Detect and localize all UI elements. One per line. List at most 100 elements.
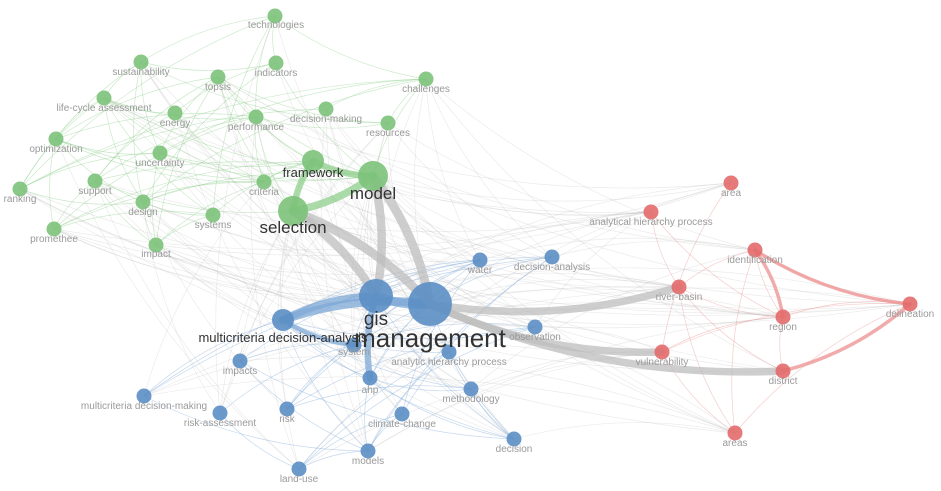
node-area[interactable] bbox=[723, 175, 739, 191]
node-climate-change[interactable] bbox=[394, 406, 410, 422]
node-optimization[interactable] bbox=[48, 131, 64, 147]
link-line bbox=[286, 344, 355, 410]
node-mcdm[interactable] bbox=[136, 388, 152, 404]
node-delineation[interactable] bbox=[902, 296, 918, 312]
node-risk-assessment[interactable] bbox=[212, 405, 228, 421]
node-identification[interactable] bbox=[747, 242, 763, 258]
node-impact[interactable] bbox=[148, 237, 164, 253]
node-promethee[interactable] bbox=[46, 221, 62, 237]
node-design[interactable] bbox=[135, 194, 151, 210]
node-support[interactable] bbox=[87, 173, 103, 189]
link-line bbox=[55, 138, 300, 470]
link-line bbox=[55, 138, 265, 183]
node-decision[interactable] bbox=[506, 431, 522, 447]
node-label-challenges: challenges bbox=[402, 84, 450, 95]
node-criteria[interactable] bbox=[256, 174, 272, 190]
node-lca[interactable] bbox=[96, 90, 112, 106]
link-line bbox=[140, 61, 161, 154]
link-line bbox=[159, 76, 219, 154]
link-line bbox=[372, 175, 652, 216]
node-ahp-process[interactable] bbox=[643, 204, 659, 220]
node-areas[interactable] bbox=[727, 425, 743, 441]
link-line bbox=[734, 303, 911, 434]
link-line bbox=[94, 180, 377, 297]
node-performance[interactable] bbox=[248, 109, 264, 125]
link-line bbox=[219, 344, 355, 414]
node-resources[interactable] bbox=[380, 115, 396, 131]
link-line bbox=[429, 288, 784, 318]
node-risk[interactable] bbox=[279, 401, 295, 417]
node-gis[interactable] bbox=[359, 279, 393, 313]
link-line bbox=[159, 152, 515, 440]
link-line bbox=[387, 122, 553, 258]
link-line bbox=[551, 240, 756, 258]
node-label-methodology: methodology bbox=[442, 394, 499, 405]
node-models[interactable] bbox=[360, 443, 376, 459]
link-line bbox=[292, 210, 911, 310]
node-indicators[interactable] bbox=[268, 55, 284, 71]
node-methodology[interactable] bbox=[463, 381, 479, 397]
node-challenges[interactable] bbox=[418, 71, 434, 87]
link-line bbox=[367, 351, 450, 452]
node-label-area: area bbox=[721, 188, 741, 199]
link-line bbox=[282, 319, 515, 440]
node-management[interactable] bbox=[408, 282, 452, 326]
link-line bbox=[94, 76, 219, 182]
node-land-use[interactable] bbox=[291, 461, 307, 477]
node-label-analytic-hp: analytic hierarchy process bbox=[391, 357, 507, 368]
link-line bbox=[479, 237, 756, 261]
link-line bbox=[369, 377, 472, 392]
link-line bbox=[143, 285, 680, 397]
strong-link-line bbox=[781, 302, 912, 373]
node-topsis[interactable] bbox=[210, 69, 226, 85]
node-label-topsis: topsis bbox=[205, 82, 231, 93]
link-line bbox=[277, 210, 294, 410]
node-ahp[interactable] bbox=[362, 370, 378, 386]
node-ranking[interactable] bbox=[12, 181, 28, 197]
link-line bbox=[217, 76, 756, 251]
link-line bbox=[425, 78, 553, 258]
node-model[interactable] bbox=[358, 161, 388, 191]
node-selection[interactable] bbox=[278, 196, 308, 226]
node-system[interactable] bbox=[346, 337, 362, 353]
node-observation[interactable] bbox=[527, 319, 543, 335]
link-line bbox=[661, 182, 732, 353]
node-label-land-use: land-use bbox=[280, 474, 319, 485]
link-line bbox=[367, 351, 663, 452]
node-technologies[interactable] bbox=[267, 8, 283, 24]
link-line bbox=[353, 175, 374, 452]
node-label-observation: observation bbox=[509, 332, 561, 343]
link-line bbox=[217, 76, 389, 124]
node-mcda[interactable] bbox=[272, 309, 294, 331]
node-framework[interactable] bbox=[302, 150, 324, 172]
node-label-performance: performance bbox=[228, 122, 285, 133]
node-decision-analysis[interactable] bbox=[544, 249, 560, 265]
node-river-basin[interactable] bbox=[671, 279, 687, 295]
link-line bbox=[155, 244, 472, 390]
node-label-models: models bbox=[352, 456, 384, 467]
node-uncertainty[interactable] bbox=[152, 145, 168, 161]
node-water[interactable] bbox=[472, 252, 488, 268]
link-line bbox=[298, 326, 536, 470]
node-label-identification: identification bbox=[727, 255, 783, 266]
node-district[interactable] bbox=[775, 363, 791, 379]
node-label-areas: areas bbox=[722, 438, 747, 449]
node-impacts[interactable] bbox=[232, 353, 248, 369]
node-sustainability[interactable] bbox=[133, 54, 149, 70]
link-line bbox=[217, 76, 314, 162]
node-energy[interactable] bbox=[167, 105, 183, 121]
node-region[interactable] bbox=[775, 309, 791, 325]
node-vulnerability[interactable] bbox=[654, 344, 670, 360]
node-systems[interactable] bbox=[205, 207, 221, 223]
node-analytic-hp[interactable] bbox=[441, 344, 457, 360]
link-line bbox=[142, 201, 911, 314]
link-line bbox=[174, 112, 265, 183]
link-line bbox=[53, 181, 265, 230]
link-line bbox=[534, 286, 680, 328]
node-label-decision-making: decision-making bbox=[290, 114, 362, 125]
link-line bbox=[140, 61, 377, 297]
link-line bbox=[94, 180, 371, 379]
link-line bbox=[282, 211, 652, 321]
node-decision-making[interactable] bbox=[318, 101, 334, 117]
link-line bbox=[19, 188, 736, 434]
